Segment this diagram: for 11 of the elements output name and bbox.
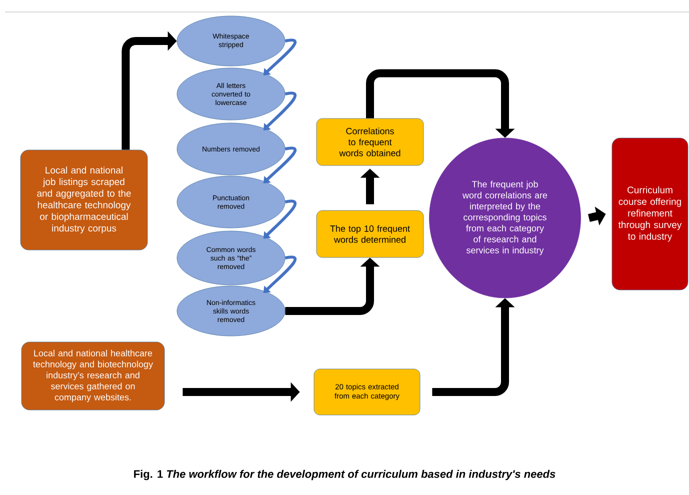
arrow (263, 92, 296, 130)
caption: Fig. 1 The workflow for the development of curriculum based in industry's needs (134, 470, 556, 480)
arrow (263, 146, 297, 184)
arrow (263, 200, 296, 239)
process-box: Correlations to frequent words obtained (316, 118, 424, 166)
arrow (263, 256, 297, 294)
arrow (263, 38, 297, 76)
result-box: Curriculum course offering refinement through survey to industry (612, 138, 688, 290)
process-box: Local and national healthcare technology and biotechnology industry’s research and services gathered on company websites. (21, 342, 165, 410)
process-box: The top 10 frequent words determined (316, 210, 424, 258)
process-box: Local and national job listings scraped and aggregated to the healthcare technology or biopharmaceutical industry corpus (20, 150, 148, 250)
